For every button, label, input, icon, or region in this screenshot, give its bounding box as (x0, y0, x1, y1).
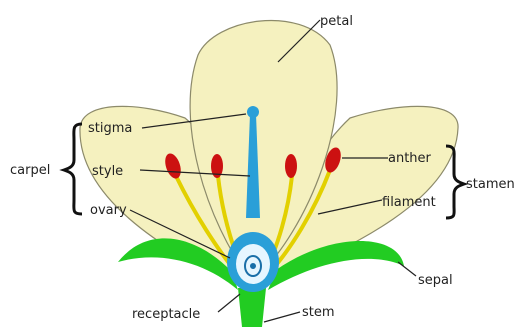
sepal-label: sepal (418, 273, 453, 288)
anther-label: anther (388, 151, 432, 166)
style-label: style (92, 164, 123, 179)
stem-pointer (264, 312, 300, 322)
ovule-center (250, 263, 256, 269)
sepal-pointer (398, 262, 416, 276)
anther (285, 154, 297, 178)
carpel-label: carpel (10, 163, 50, 178)
stigma-label: stigma (88, 121, 132, 136)
stigma (247, 106, 259, 118)
petal-label: petal (320, 14, 353, 29)
filament-label: filament (382, 195, 436, 210)
carpel-brace (64, 124, 82, 214)
stem-label: stem (302, 305, 335, 320)
receptacle-label: receptacle (132, 307, 200, 322)
receptacle-pointer (218, 294, 240, 312)
stem (238, 288, 266, 327)
stamen-label: stamen (466, 177, 515, 192)
ovary-label: ovary (90, 203, 127, 218)
